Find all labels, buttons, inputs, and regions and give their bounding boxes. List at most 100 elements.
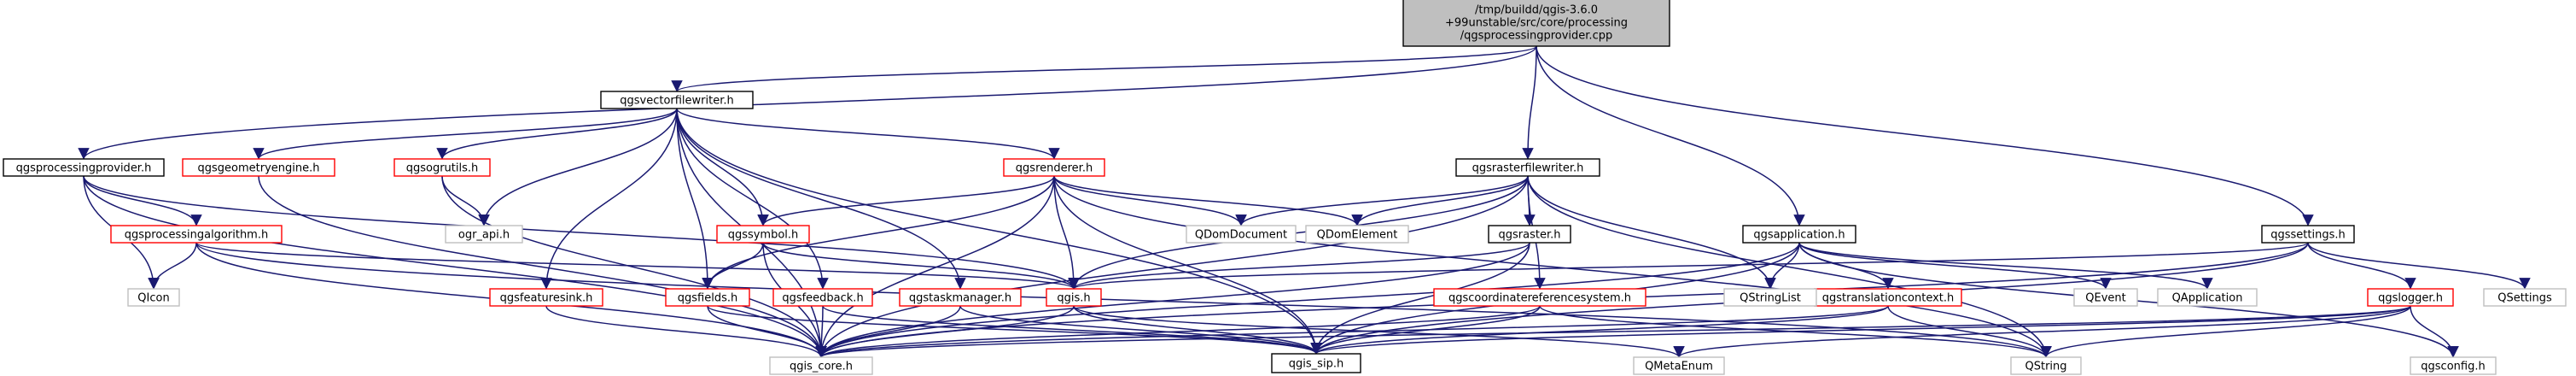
node-qgssymbol[interactable]: qgssymbol.h — [716, 225, 810, 244]
node-qgsapplication[interactable]: qgsapplication.h — [1742, 225, 1856, 244]
node-qdomelement: QDomElement — [1305, 225, 1409, 244]
node-qgsgeometryengine[interactable]: qgsgeometryengine.h — [182, 158, 335, 177]
node-box — [1742, 225, 1856, 244]
edge-layer — [78, 45, 2531, 358]
node-box — [1488, 225, 1571, 244]
edge-root-to-qgsprocessingprovider — [78, 45, 1537, 160]
node-qgsogrutils[interactable]: qgsogrutils.h — [393, 158, 491, 177]
edge-qgsapplication-to-qstringlist — [1764, 242, 1800, 290]
edge-qgsrasterfilewriter-to-qdomdocument — [1235, 175, 1529, 226]
edge-qgsraster-to-qgis_sip — [1310, 242, 1530, 355]
node-label: qgstranslationcontext.h — [1822, 292, 1955, 305]
edge-qgslogger-to-qgis_core — [816, 305, 2411, 358]
node-root[interactable]: /tmp/buildd/qgis-3.6.0+99unstable/src/co… — [1402, 0, 1670, 47]
node-box — [2410, 356, 2497, 375]
node-box — [1305, 225, 1409, 244]
edge-qgssymbol-to-qgsfields — [702, 242, 764, 290]
node-box — [772, 288, 873, 307]
edge-qgslogger-to-qgsconfig — [2410, 305, 2459, 358]
edge-qgsrenderer-to-qgis — [1053, 175, 1080, 290]
node-qgsraster[interactable]: qgsraster.h — [1488, 225, 1571, 244]
edge-qgsprocessingprovider-to-qgsprocessingalgorithm — [83, 175, 202, 226]
node-box — [769, 356, 873, 375]
node-box — [2073, 288, 2138, 307]
node-box — [1003, 158, 1105, 177]
node-box — [2010, 356, 2082, 375]
node-qgstranslationcontext[interactable]: qgstranslationcontext.h — [1814, 288, 1962, 307]
edge-qgssettings-to-qgis — [1068, 242, 2309, 290]
node-layer: /tmp/buildd/qgis-3.6.0+99unstable/src/co… — [3, 0, 2567, 375]
node-qgis_sip[interactable]: qgis_sip.h — [1271, 353, 1361, 373]
edge-qgssymbol-to-qgis — [762, 242, 1080, 290]
node-label: qgssettings.h — [2270, 229, 2346, 242]
node-qsettings: QSettings — [2483, 288, 2567, 307]
edge-qgsrenderer-to-qgssymbol — [757, 175, 1055, 226]
node-label: QApplication — [2172, 292, 2243, 305]
node-qmetaenum: QMetaEnum — [1633, 356, 1725, 375]
node-qgstaskmanager[interactable]: qgstaskmanager.h — [899, 288, 1022, 307]
node-box — [1455, 158, 1600, 177]
node-box — [2483, 288, 2567, 307]
node-qgsprocessingalgorithm[interactable]: qgsprocessingalgorithm.h — [110, 225, 283, 244]
node-label: QDomElement — [1317, 229, 1398, 242]
node-qstring: QString — [2010, 356, 2082, 375]
node-label: qgsrasterfilewriter.h — [1472, 162, 1584, 175]
node-label: ogr_api.h — [458, 229, 510, 242]
node-box — [1402, 0, 1670, 47]
edge-qgstranslationcontext-to-qgis_sip — [1310, 305, 1889, 355]
edge-qgsrasterfilewriter-to-qgis_core — [815, 175, 1529, 358]
node-label: qgsapplication.h — [1753, 229, 1845, 242]
edge-qgsogrutils-to-qgis_core — [441, 175, 827, 358]
node-label: /qgsprocessingprovider.cpp — [1460, 30, 1612, 43]
edge-qgsrasterfilewriter-to-qdomelement — [1351, 175, 1529, 226]
node-qgsrasterfilewriter[interactable]: qgsrasterfilewriter.h — [1455, 158, 1600, 177]
edge-qgsapplication-to-qapplication — [1798, 242, 2213, 290]
node-box — [110, 225, 283, 244]
edge-qgsvectorfilewriter-to-qgsfields — [676, 108, 714, 290]
node-label: qgis_sip.h — [1289, 358, 1343, 371]
node-label: QSettings — [2497, 292, 2552, 305]
edge-root-to-qgsapplication — [1536, 45, 1805, 226]
edge-qgssettings-to-qgslogger — [2307, 242, 2416, 290]
node-box — [1633, 356, 1725, 375]
node-label: qgsraster.h — [1499, 229, 1561, 242]
node-qgscoordinatereferencesystem[interactable]: qgscoordinatereferencesystem.h — [1433, 288, 1646, 307]
node-label: QString — [2025, 361, 2066, 373]
node-box — [716, 225, 810, 244]
edge-qgsvectorfilewriter-to-qgsogrutils — [436, 108, 678, 160]
node-qgsfeaturesink[interactable]: qgsfeaturesink.h — [489, 288, 603, 307]
node-box — [1271, 353, 1361, 373]
node-box — [489, 288, 603, 307]
edge-qgstranslationcontext-to-qgis_core — [815, 305, 1889, 358]
node-qstringlist: QStringList — [1723, 288, 1817, 307]
node-box — [1046, 288, 1102, 307]
node-qgsconfig: qgsconfig.h — [2410, 356, 2497, 375]
node-qgsfeedback[interactable]: qgsfeedback.h — [772, 288, 873, 307]
node-qgssettings[interactable]: qgssettings.h — [2261, 225, 2355, 244]
node-box — [2157, 288, 2258, 307]
node-box — [127, 288, 180, 307]
node-box — [600, 91, 754, 109]
node-box — [182, 158, 335, 177]
node-label: QMetaEnum — [1645, 361, 1713, 373]
node-qgsprocessingprovider[interactable]: qgsprocessingprovider.h — [3, 158, 165, 177]
edge-qgsrasterfilewriter-to-qgis — [1068, 175, 1529, 290]
node-box — [1186, 225, 1297, 244]
node-qgis[interactable]: qgis.h — [1046, 288, 1102, 307]
node-qgslogger[interactable]: qgslogger.h — [2367, 288, 2454, 307]
node-qgsfields[interactable]: qgsfields.h — [665, 288, 750, 307]
node-qgsvectorfilewriter[interactable]: qgsvectorfilewriter.h — [600, 91, 754, 109]
edge-qgstranslationcontext-to-qstring — [1887, 305, 2052, 358]
edge-qgslogger-to-qgis_sip — [1310, 305, 2411, 355]
node-label: qgis.h — [1057, 292, 1090, 305]
edge-qgsprocessingprovider-to-qgis — [83, 175, 1080, 290]
node-label: qgstaskmanager.h — [909, 292, 1011, 305]
node-label: QEvent — [2085, 292, 2125, 305]
edge-qgsvectorfilewriter-to-qgstaskmanager — [676, 108, 966, 290]
node-qgsrenderer[interactable]: qgsrenderer.h — [1003, 158, 1105, 177]
node-box — [899, 288, 1022, 307]
node-label: QDomDocument — [1195, 229, 1287, 242]
node-label: +99unstable/src/core/processing — [1445, 17, 1628, 30]
edge-qgsrenderer-to-qdomelement — [1053, 175, 1363, 226]
